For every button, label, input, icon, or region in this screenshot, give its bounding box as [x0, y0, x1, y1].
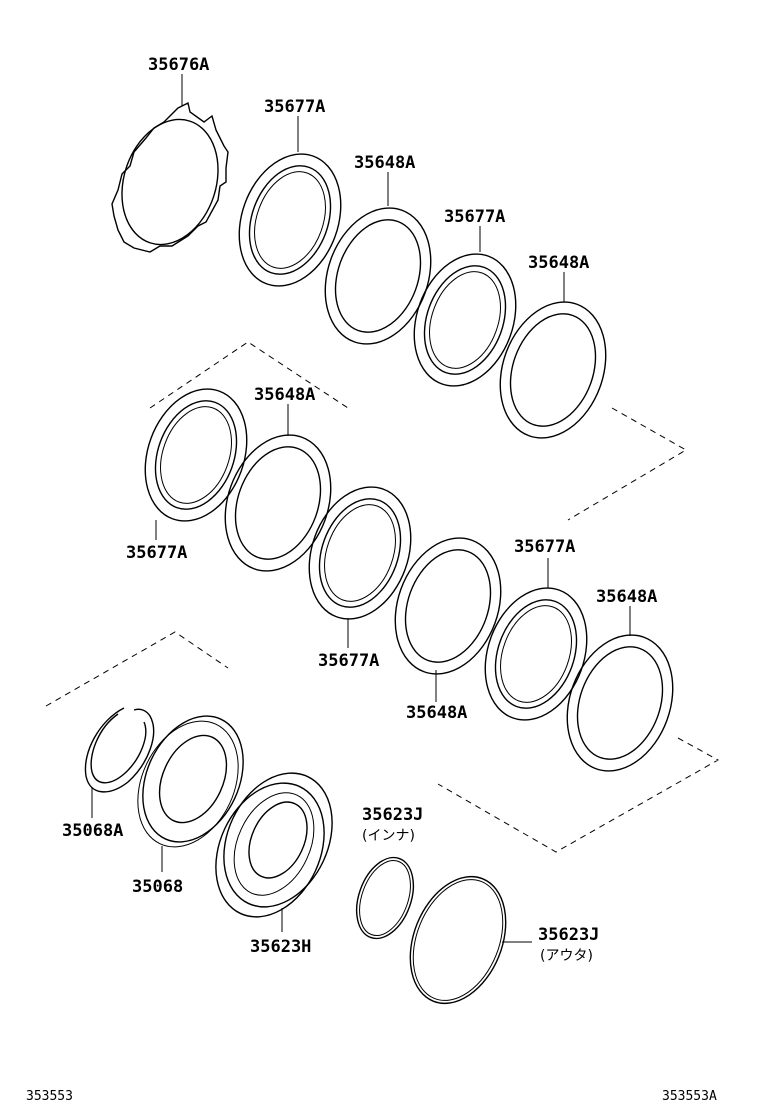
part-35648a-plate-4 — [394, 537, 502, 675]
part-35677a-disc-3 — [144, 388, 248, 522]
upper-assembly-outline — [149, 341, 349, 409]
part-35677a-disc-2 — [413, 253, 517, 387]
part-35648a-plate-5 — [566, 634, 674, 772]
label-35648a-2: 35648A — [528, 253, 589, 273]
footer-left-code: 353553 — [26, 1089, 73, 1104]
part-35648a-plate-2 — [499, 301, 607, 439]
label-35648a-4: 35648A — [406, 703, 467, 723]
label-35068a: 35068A — [62, 821, 123, 841]
label-35648a-1: 35648A — [354, 153, 415, 173]
lower-assembly-outline-right — [437, 737, 720, 853]
leader-lines — [91, 74, 631, 943]
part-35648a-plate-1 — [324, 207, 432, 345]
label-35068: 35068 — [132, 877, 183, 897]
footer-right-code: 353553A — [662, 1089, 717, 1104]
part-35623h-seal — [215, 772, 333, 918]
label-35648a-5: 35648A — [596, 587, 657, 607]
part-35677a-disc-5 — [484, 587, 588, 721]
label-35677a-3: 35677A — [126, 543, 187, 563]
label-35676a: 35676A — [148, 55, 209, 75]
part-35677a-disc-4 — [308, 486, 412, 620]
label-35623h: 35623H — [250, 937, 311, 957]
label-35648a-3: 35648A — [254, 385, 315, 405]
label-35623j-inner-note: (インナ) — [362, 828, 415, 844]
part-35068-piston — [137, 715, 244, 848]
label-35677a-5: 35677A — [514, 537, 575, 557]
part-35648a-plate-3 — [224, 434, 332, 572]
label-35677a-4: 35677A — [318, 651, 379, 671]
label-35677a-1: 35677A — [264, 97, 325, 117]
part-35677a-disc-1 — [238, 153, 342, 287]
upper-assembly-outline-right — [567, 407, 687, 521]
label-35623j-outer: 35623J — [538, 925, 599, 945]
part-35068a-snap-ring — [84, 707, 155, 793]
part-35623j-outer-ring — [409, 875, 507, 1005]
label-35677a-2: 35677A — [444, 207, 505, 227]
label-35623j-outer-note: (アウタ) — [540, 948, 593, 964]
part-35623j-inner-ring — [355, 856, 415, 940]
lower-assembly-outline — [45, 631, 229, 707]
part-35676a-plate — [111, 101, 229, 253]
label-35623j-inner: 35623J — [362, 805, 423, 825]
